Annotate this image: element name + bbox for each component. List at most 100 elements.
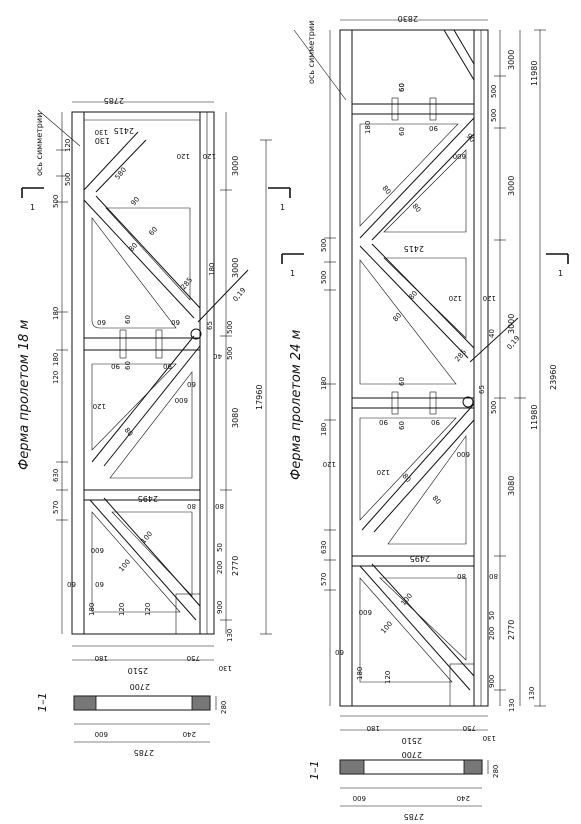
truss-18-diagonals (83, 131, 249, 621)
truss-24-ld-8: 60 (335, 648, 344, 656)
truss-24-ld-10: 120 (377, 468, 390, 476)
truss-24-in-24: 120 (384, 671, 392, 684)
truss-24-top-dim-1: 2830 (398, 14, 418, 23)
truss-18-rs-2: 120 (203, 152, 216, 160)
truss-18-ld-9: 60 (67, 580, 76, 588)
truss-24-ld-7: 570 (320, 573, 328, 586)
truss-18-top-dim-2: 2415 (114, 126, 134, 135)
truss-18-in-20: 60 (97, 318, 106, 326)
truss-24-half-span-top: 11980 (530, 61, 539, 86)
truss-24-in-9: 80 (391, 311, 403, 323)
truss-24-in-10: 80 (407, 289, 419, 301)
truss-24-in-14: 60 (398, 421, 406, 430)
section-24-dim-4: 280 (492, 765, 500, 778)
truss-24-title: Ферма пролетом 24 м (289, 330, 304, 480)
truss-18-in-10: 285 (179, 276, 194, 291)
truss-24-bd-1: 180 (367, 724, 380, 732)
section-24-dim-3: 2785 (404, 812, 424, 820)
truss-24-rs-11: 80 (457, 572, 466, 580)
truss-24-diagonals (359, 29, 519, 691)
section-18-dim-4: 280 (220, 701, 228, 714)
cut-mark-18-right: 1 (280, 203, 285, 212)
truss-18-bd-1: 180 (95, 654, 108, 662)
truss-18-in-19: 100 (139, 530, 154, 545)
truss-18-bd-2: 2510 (128, 666, 148, 675)
truss-18-in-13: 600 (175, 396, 188, 404)
truss-18-ld-11: 180 (88, 603, 96, 616)
truss-18-rs-5: 65 (206, 321, 214, 330)
truss-18-rs-10: 50 (216, 543, 224, 552)
truss-24-bd-2: 2510 (402, 736, 422, 745)
truss-24-in-22: 100 (379, 620, 394, 635)
truss-18-in-5: 60 (147, 225, 159, 237)
truss-24-outline (339, 29, 489, 707)
truss-24-rs-7: 40 (488, 329, 496, 338)
truss-24-rs-3: 120 (449, 294, 462, 302)
truss-24-in-16: 90 (431, 418, 440, 426)
truss-18-in-16: 2495 (138, 494, 158, 503)
truss-18-in-4: 80 (127, 241, 139, 253)
truss-24-right-seg-3: 3000 (507, 314, 516, 334)
truss-18-in-22: 120 (144, 603, 152, 616)
truss-24-in-15: 90 (379, 418, 388, 426)
truss-18-in-11: 0,19 (231, 286, 247, 303)
truss-24-in-5: 600 (453, 152, 466, 160)
truss-18-in-7: 60 (124, 361, 132, 370)
truss-24-rs-6: 500 (490, 401, 498, 414)
truss-18-rs-7: 40 (213, 352, 222, 360)
truss-18-in-17: 600 (91, 546, 104, 554)
truss-18-in-3: 90 (129, 195, 141, 207)
truss-18-ld-12: 120 (118, 603, 126, 616)
section-18-dim-2: 240 (183, 730, 196, 738)
section-18-dim-3: 2785 (134, 748, 154, 757)
truss-24-bd-3: 750 (463, 724, 476, 732)
truss-18-axis-label: ось симметрии (35, 113, 44, 176)
truss-24-rs-8: 50 (488, 611, 496, 620)
truss-18-ld-2: 500 (64, 173, 72, 186)
truss-18-bd-4: 130 (219, 664, 232, 672)
truss-24-bd-4: 130 (483, 734, 496, 742)
truss-18-total-span: 17960 (255, 385, 264, 410)
truss-24-in-19: 80 (430, 494, 442, 506)
truss-24-ld-6: 630 (320, 541, 328, 554)
section-18-dim-1: 600 (95, 730, 108, 738)
truss-18-rs-4: 500 (226, 347, 234, 360)
truss-24-in-12: 0,19 (505, 334, 521, 351)
truss-24-in-25: 60 (398, 83, 406, 92)
truss-24-rs-10: 900 (488, 675, 496, 688)
truss-24-in-8: 90 (464, 132, 476, 144)
truss-24-ld-4: 180 (320, 423, 328, 436)
truss-18-ld-6: 120 (52, 371, 60, 384)
truss-24-bd-5: 2700 (402, 750, 422, 759)
section-1-1-left (73, 695, 217, 743)
truss-18m (21, 101, 291, 661)
truss-24-in-21: 600 (359, 608, 372, 616)
truss-18-top-dim-3: 130 (95, 136, 110, 145)
truss-24-ld-5: 120 (323, 460, 336, 468)
truss-24-right-seg-4: 3080 (507, 476, 516, 496)
truss-24-in-7: 80 (410, 202, 422, 214)
truss-24-in-6: 80 (380, 184, 392, 196)
truss-24-rs-5: 65 (478, 385, 486, 394)
truss-18-ld-3: 500 (52, 195, 60, 208)
cut-mark-18-left: 1 (30, 203, 35, 212)
section-24-dim-1: 600 (353, 794, 366, 802)
truss-24-ld-3: 180 (320, 377, 328, 390)
truss-18-top-dim-1: 2785 (104, 96, 124, 105)
truss-24-in-23: 100 (399, 592, 414, 607)
truss-18-right-seg-2: 3000 (231, 258, 240, 278)
truss-24-in-1: 60 (398, 83, 406, 92)
truss-18-right-seg-5: 130 (226, 629, 234, 642)
truss-18-title: Ферма пролетом 18 м (17, 320, 32, 470)
truss-18-rs-8: 900 (216, 601, 224, 614)
truss-18-ld-5: 180 (52, 353, 60, 366)
section-24-label: 1–1 (308, 761, 321, 781)
truss-18-in-6: 60 (124, 315, 132, 324)
truss-18-bd-3: 750 (187, 654, 200, 662)
section-1-1-right (339, 759, 489, 807)
truss-24-right-seg-2: 3000 (507, 176, 516, 196)
truss-24-in-11: 285 (453, 348, 468, 363)
truss-18-rs-6: 60 (187, 380, 196, 388)
